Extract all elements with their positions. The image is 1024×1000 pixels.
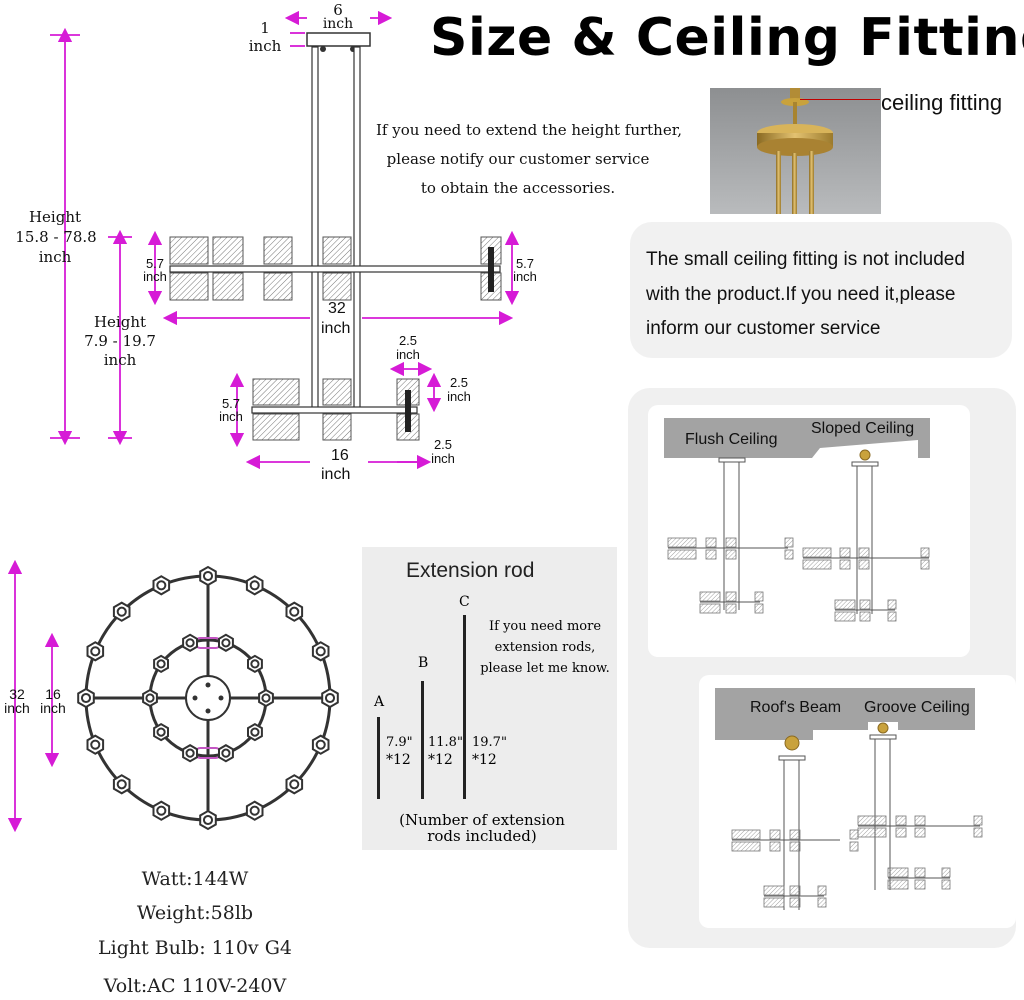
ceiling-fitting-photo	[710, 88, 881, 214]
outer-lamp-head-center	[315, 739, 326, 750]
outer-lamp-head-center	[289, 779, 300, 790]
canopy-height-unit: inch	[248, 37, 282, 55]
rod-b-qty: *12	[428, 752, 453, 768]
outer-lamp-head-center	[249, 580, 260, 591]
spec-bulb: Light Bulb: 110v G4	[98, 937, 292, 959]
inner-diameter-unit: inch	[40, 700, 66, 716]
upper-width-value: 32	[328, 300, 346, 317]
rod-a-qty: *12	[386, 752, 411, 768]
top-width-value: 6	[333, 1, 343, 19]
notice-line-1: The small ceiling fitting is not include…	[646, 249, 965, 270]
outer-diameter-unit: inch	[4, 700, 30, 716]
more-rods-line-3: please let me know.	[480, 661, 610, 676]
outer-lamp-head-center	[249, 805, 260, 816]
upper-width-unit: inch	[321, 320, 351, 337]
inner-lamp-head-center	[156, 659, 166, 669]
rods-footer-line-1: (Number of extension	[399, 811, 565, 829]
upper-tier-height-2-unit: inch	[513, 269, 537, 284]
top-view-drawing	[7, 559, 339, 833]
rod-c-length: 19.7"	[472, 735, 507, 750]
inner-diameter-value: 16	[45, 686, 61, 702]
outer-lamp-head-center	[116, 606, 127, 617]
spec-watt: Watt:144W	[141, 868, 249, 890]
outer-lamp-head-center	[324, 692, 336, 704]
lower-width-value: 16	[331, 447, 349, 464]
body-height-label: Height	[93, 313, 147, 331]
outer-lamp-head-center	[90, 646, 101, 657]
lower-width-unit: inch	[321, 466, 351, 483]
rod-a-length: 7.9"	[386, 735, 413, 750]
shade-side-value: 2.5	[449, 375, 469, 390]
page-title: Size & Ceiling Fitting	[430, 8, 1024, 68]
rod-c-label: C	[459, 594, 470, 610]
rod-b-label: B	[418, 655, 429, 671]
side-elevation-drawing	[50, 10, 520, 470]
outer-diameter-value: 32	[9, 686, 25, 702]
outer-lamp-head-center	[202, 814, 214, 826]
rod-a	[377, 717, 380, 799]
rod-b-length: 11.8"	[428, 735, 463, 750]
outer-lamp-head-center	[156, 805, 167, 816]
outer-lamp-head-center	[116, 779, 127, 790]
outer-lamp-head-center	[90, 739, 101, 750]
body-height-value: 7.9 - 19.7	[84, 332, 156, 350]
shade-top-unit: inch	[396, 347, 420, 362]
sloped-ceiling-label: Sloped Ceiling	[811, 420, 915, 437]
inner-lamp-head-center	[250, 659, 260, 669]
rods-footer-line-2: rods included)	[427, 827, 537, 845]
shade-bottom-value: 2.5	[433, 437, 453, 452]
rod-b	[421, 681, 424, 799]
rod-c	[463, 615, 466, 799]
spec-weight: Weight:58lb	[136, 902, 254, 924]
ceiling-fitting-label: ceiling fitting	[881, 90, 1003, 115]
notice-card: The small ceiling fitting is not include…	[630, 222, 1012, 358]
rod-c-qty: *12	[472, 752, 497, 768]
lower-tier-height-unit: inch	[219, 409, 243, 424]
upper-tier-height-unit: inch	[143, 269, 167, 284]
extend-note-line-3: to obtain the accessories.	[420, 179, 616, 197]
shade-side-unit: inch	[447, 389, 471, 404]
notice-line-2: with the product.If you need it,please	[646, 284, 956, 305]
outer-lamp-head-center	[289, 606, 300, 617]
extension-rod-title: Extension rod	[406, 559, 535, 582]
ceiling-types-drawing	[664, 418, 983, 910]
more-rods-line-2: extension rods,	[494, 640, 596, 655]
inner-lamp-head-center	[185, 748, 195, 758]
canopy-height-value: 1	[260, 19, 270, 37]
outer-lamp-head-center	[315, 646, 326, 657]
outer-lamp-head-center	[202, 570, 214, 582]
total-height-label: Height	[28, 208, 82, 226]
ceiling-fitting-pointer	[800, 99, 880, 100]
extension-rod-panel: Extension rod A B C 7.9" *12 11.8" *12 1…	[362, 547, 617, 850]
inner-lamp-head-center	[145, 693, 155, 703]
groove-ceiling-label: Groove Ceiling	[864, 699, 970, 716]
spec-volt: Volt:AC 110V-240V	[103, 975, 287, 997]
upper-tier-height-value: 5.7	[145, 256, 165, 271]
inner-lamp-head-center	[221, 638, 231, 648]
inner-lamp-head-center	[221, 748, 231, 758]
outer-lamp-head-center	[156, 580, 167, 591]
flush-ceiling-label: Flush Ceiling	[685, 431, 778, 448]
upper-tier-height-2-value: 5.7	[515, 256, 535, 271]
total-height-unit: inch	[38, 248, 72, 266]
lower-tier-height-value: 5.7	[221, 396, 241, 411]
rod-a-label: A	[374, 694, 385, 710]
inner-lamp-head-center	[185, 638, 195, 648]
total-height-value: 15.8 - 78.8	[15, 228, 97, 246]
inner-lamp-head-center	[156, 727, 166, 737]
shade-top-value: 2.5	[398, 333, 418, 348]
roofs-beam-label: Roof's Beam	[750, 699, 842, 716]
more-rods-line-1: If you need more	[488, 619, 602, 634]
inner-lamp-head-center	[261, 693, 271, 703]
shade-bottom-unit: inch	[431, 451, 455, 466]
inner-lamp-head-center	[250, 727, 260, 737]
body-height-unit: inch	[103, 351, 137, 369]
extend-note-line-1: If you need to extend the height further…	[375, 121, 683, 139]
outer-lamp-head-center	[80, 692, 92, 704]
notice-line-3: inform our customer service	[646, 318, 881, 339]
top-width-unit: inch	[322, 16, 354, 32]
extend-note-line-2: please notify our customer service	[386, 150, 650, 168]
